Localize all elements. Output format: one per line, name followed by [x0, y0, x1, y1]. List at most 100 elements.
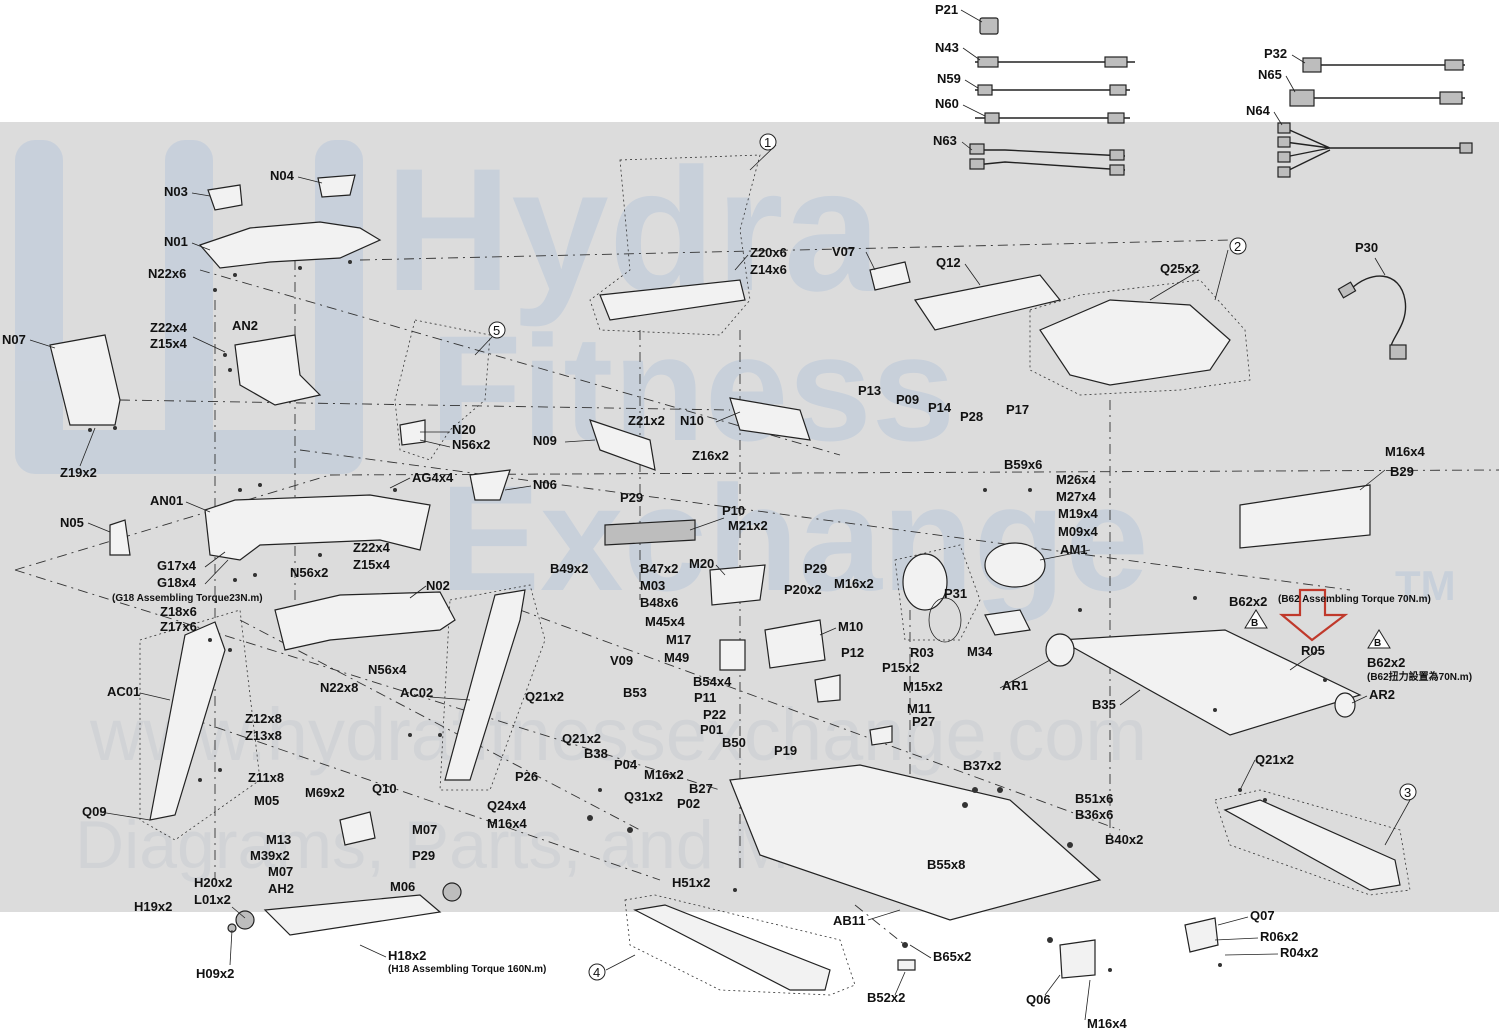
label-N56x2b: N56x2: [290, 565, 328, 580]
label-N04: N04: [270, 168, 295, 183]
q07-cover: [1184, 917, 1219, 953]
p21-connector: [979, 17, 999, 35]
h20-wheel: [235, 910, 255, 930]
label-Z15x4b: Z15x4: [353, 557, 391, 572]
m34-plate: [984, 609, 1031, 636]
ab11-base-frame: [729, 764, 1102, 921]
svg-text:5: 5: [493, 323, 500, 338]
label-AR1: AR1: [1002, 678, 1028, 693]
label-N06: N06: [533, 477, 557, 492]
label-P26: P26: [515, 769, 538, 784]
label-L01x2: L01x2: [194, 892, 231, 907]
console-parts: [49, 174, 826, 671]
label-P29a: P29: [412, 848, 435, 863]
label-P29b: P29: [620, 490, 643, 505]
group-outline-4: [624, 894, 856, 996]
m10-controller: [764, 619, 826, 669]
watermark-line-2: Fitness: [430, 304, 955, 472]
label-H09x2: H09x2: [196, 966, 234, 981]
svg-text:B: B: [1251, 618, 1258, 629]
label-P29c: P29: [804, 561, 827, 576]
label-N09: N09: [533, 433, 557, 448]
label-B38: B38: [584, 746, 608, 761]
label-H20x2: H20x2: [194, 875, 232, 890]
label-B55x8: B55x8: [927, 857, 965, 872]
callout-5: 5: [488, 321, 506, 339]
n03-fan-cover: [207, 184, 243, 211]
label-P20x2: P20x2: [784, 582, 822, 597]
label-P09: P09: [896, 392, 919, 407]
label-G17x4: G17x4: [157, 558, 197, 573]
motor-hood: [1039, 299, 1231, 386]
label-P19: P19: [774, 743, 797, 758]
part-labels: P21 N43 N59 N60 N63 P32 N65 N64 P30 N03 …: [2, 2, 1472, 1031]
label-P12: P12: [841, 645, 864, 660]
label-B47x2: B47x2: [640, 561, 678, 576]
label-P11: P11: [694, 690, 716, 705]
label-M69x2: M69x2: [305, 785, 345, 800]
label-Q25x2: Q25x2: [1160, 261, 1199, 276]
label-M09x4: M09x4: [1058, 524, 1099, 539]
label-N56x2: N56x2: [452, 437, 490, 452]
label-Z13x8: Z13x8: [245, 728, 282, 743]
label-Q21x2c: Q21x2: [1255, 752, 1294, 767]
flywheel: [902, 553, 948, 611]
label-N56x4: N56x4: [368, 662, 407, 677]
label-B54x4: B54x4: [693, 674, 732, 689]
m06-wheel: [442, 882, 462, 902]
label-N10: N10: [680, 413, 704, 428]
svg-text:B: B: [1374, 638, 1381, 649]
label-P28: P28: [960, 409, 983, 424]
m13-incline-motor: [339, 811, 376, 846]
label-Z22x4b: Z22x4: [353, 540, 391, 555]
label-B29: B29: [1390, 464, 1414, 479]
an01-console-frame: [204, 494, 431, 561]
group-outline-1: [589, 154, 761, 336]
svg-text:3: 3: [1404, 785, 1411, 800]
label-R04x2: R04x2: [1280, 945, 1318, 960]
label-M15x2: M15x2: [903, 679, 943, 694]
n04-fan-cover: [317, 174, 356, 198]
label-Q07: Q07: [1250, 908, 1275, 923]
label-P15x2: P15x2: [882, 660, 920, 675]
m17-module: [719, 639, 746, 671]
label-AG4x4: AG4x4: [412, 470, 454, 485]
fasteners: [88, 260, 1327, 972]
label-N43: N43: [935, 40, 959, 55]
leader-lines: [29, 9, 1411, 1021]
callout-4: 4: [588, 963, 606, 981]
group3-siderail: [1223, 799, 1401, 891]
label-N03: N03: [164, 184, 188, 199]
label-M39x2: M39x2: [250, 848, 290, 863]
label-AB11: AB11: [833, 913, 866, 928]
note-b62-torque-cn: (B62扭力設置為70N.m): [1367, 670, 1472, 683]
n07-side-cover: [49, 334, 121, 426]
label-Z12x8: Z12x8: [245, 711, 282, 726]
svg-text:2: 2: [1234, 239, 1241, 254]
label-P02: P02: [677, 796, 700, 811]
label-N01: N01: [164, 234, 188, 249]
label-Q24x4: Q24x4: [487, 798, 527, 813]
q12-cover: [914, 274, 1062, 331]
label-B53: B53: [623, 685, 647, 700]
watermark-url: www.hydrafitnessexchange.com: [89, 693, 1147, 776]
label-B65x2: B65x2: [933, 949, 971, 964]
group-outline-2: [1029, 279, 1251, 396]
label-P22: P22: [703, 707, 726, 722]
label-P17: P17: [1006, 402, 1029, 417]
label-M11: M11: [907, 701, 932, 716]
p10-board: [604, 519, 696, 546]
upright-parts: [149, 589, 526, 936]
label-Q10: Q10: [372, 781, 397, 796]
n63-cable: [974, 149, 1126, 171]
b35-deck: [1057, 629, 1362, 736]
assembly-direction-arrow: [1278, 588, 1349, 642]
n02-bottom-cover: [274, 591, 456, 651]
label-M07b: M07: [268, 864, 293, 879]
label-B52x2: B52x2: [867, 990, 905, 1005]
label-AC01: AC01: [107, 684, 140, 699]
label-B62x2a: B62x2: [1229, 594, 1267, 609]
label-N64: N64: [1246, 103, 1271, 118]
label-N63: N63: [933, 133, 957, 148]
